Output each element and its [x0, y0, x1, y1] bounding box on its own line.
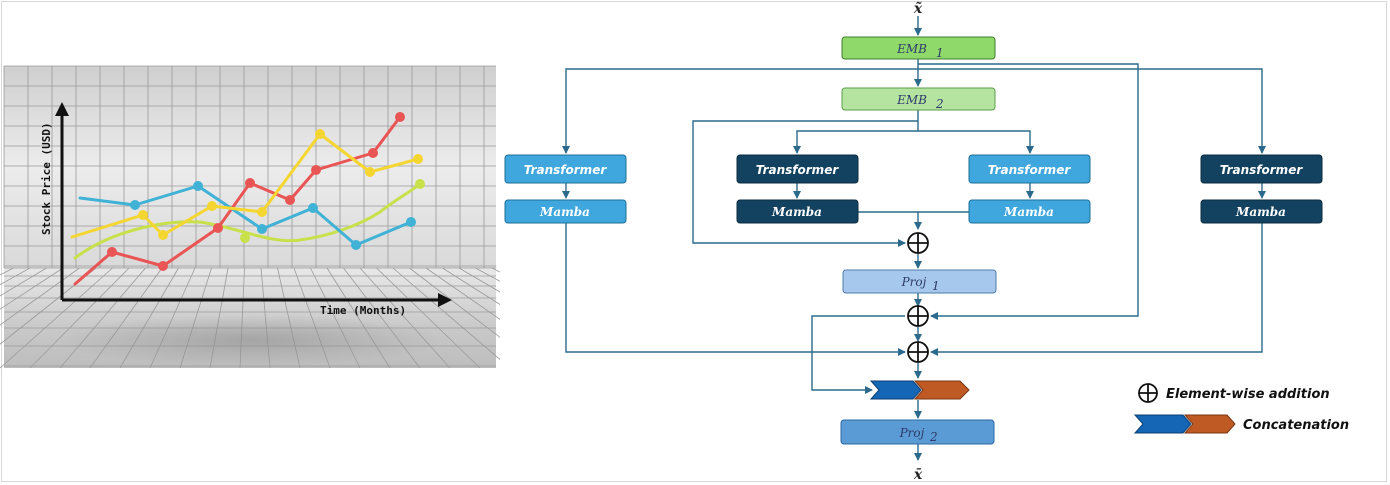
proj1-label: Proj: [901, 275, 927, 289]
concat-node: [869, 380, 970, 400]
branch-3: Transformer Mamba: [968, 154, 1091, 224]
proj2-subscript: 2: [929, 430, 938, 444]
x-axis-label: Time (Months): [320, 304, 406, 317]
emb1-subscript: 1: [936, 46, 944, 60]
branch-1-mamba: Mamba: [539, 205, 590, 219]
legend: Element-wise addition Concatenation: [1133, 383, 1349, 434]
emb1-block: EMB 1: [841, 36, 996, 60]
emb1-label: EMB: [896, 42, 927, 56]
input-label: x̃: [913, 0, 923, 17]
add-node-3: [907, 341, 929, 363]
proj2-label: Proj: [899, 426, 925, 440]
branch-3-transformer: Transformer: [988, 163, 1072, 177]
branch-4: Transformer Mamba: [1200, 154, 1323, 224]
stock-illustration: Stock Price (USD) Time (Months): [0, 65, 500, 369]
output-label: x̄: [913, 467, 923, 483]
series-green-line: [73, 182, 422, 260]
legend-add-label: Element-wise addition: [1166, 387, 1330, 402]
proj1-subscript: 1: [932, 279, 940, 293]
emb2-label: EMB: [896, 93, 927, 107]
branch-1: Transformer Mamba: [504, 154, 627, 224]
branch-1-transformer: Transformer: [524, 163, 608, 177]
legend-concat-label: Concatenation: [1243, 418, 1349, 433]
proj1-block: Proj 1: [842, 269, 997, 294]
emb2-block: EMB 2: [841, 87, 996, 111]
branch-2: Transformer Mamba: [736, 154, 859, 224]
floor-grid: [0, 267, 500, 369]
proj2-block: Proj 2: [840, 419, 995, 445]
emb2-subscript: 2: [935, 97, 944, 111]
connections: [562, 16, 1266, 461]
legend-add-icon: [1138, 383, 1158, 403]
chart-axes: [55, 102, 452, 307]
y-axis-label: Stock Price (USD): [40, 122, 53, 235]
illustration-points: [107, 112, 425, 271]
add-node-1: [907, 232, 929, 254]
add-node-2: [907, 305, 929, 327]
branch-2-transformer: Transformer: [756, 163, 840, 177]
branch-3-mamba: Mamba: [1003, 205, 1054, 219]
branch-4-mamba: Mamba: [1235, 205, 1286, 219]
legend-concat-icon: [1133, 414, 1236, 434]
branch-4-transformer: Transformer: [1220, 163, 1304, 177]
branch-2-mamba: Mamba: [771, 205, 822, 219]
